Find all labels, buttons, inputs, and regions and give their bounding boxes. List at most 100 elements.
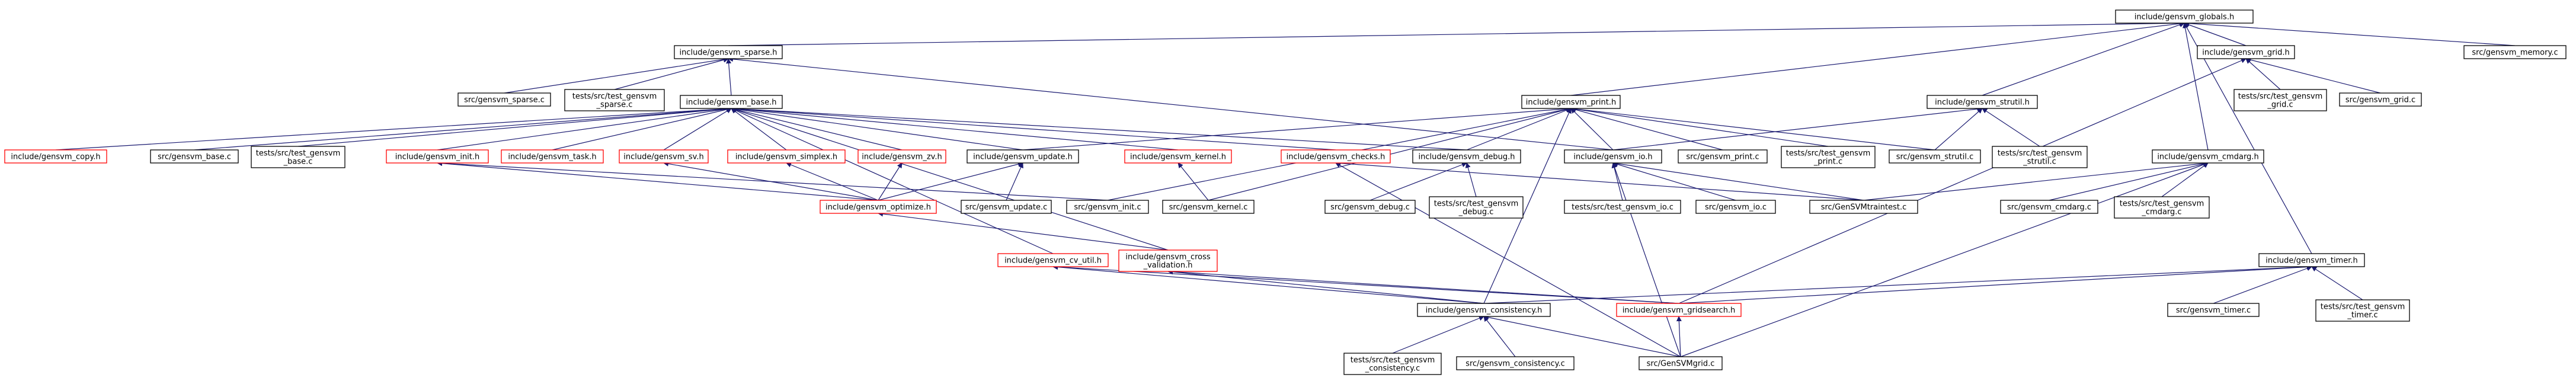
- file-node-simplex-h[interactable]: include/gensvm_simplex.h: [727, 149, 846, 164]
- file-node-grid-h[interactable]: include/gensvm_grid.h: [2197, 45, 2295, 59]
- file-node-consistency-c[interactable]: src/gensvm_consistency.c: [1456, 356, 1575, 370]
- edge-globals_h-from-timer_h: [2184, 23, 2312, 254]
- file-node-grid-c[interactable]: src/gensvm_grid.c: [2339, 92, 2422, 107]
- file-node-grid-main-c[interactable]: src/GenSVMgrid.c: [1639, 356, 1723, 370]
- file-node-test-timer-c[interactable]: tests/src/test_gensvm_timer.c: [2315, 299, 2410, 322]
- file-node-base-c[interactable]: src/gensvm_base.c: [150, 149, 239, 164]
- node-label: src/gensvm_grid.c: [2345, 96, 2415, 105]
- node-label: include/gensvm_copy.h: [11, 153, 100, 162]
- node-box: [2167, 303, 2260, 317]
- file-node-test-print-c[interactable]: tests/src/test_gensvm_print.c: [1781, 146, 1876, 168]
- file-node-base-h[interactable]: include/gensvm_base.h: [680, 95, 783, 109]
- file-node-task-h[interactable]: include/gensvm_task.h: [501, 149, 604, 164]
- file-node-checks-h[interactable]: include/gensvm_checks.h: [1281, 149, 1391, 164]
- file-node-test-io-c[interactable]: tests/src/test_gensvm_io.c: [1564, 200, 1681, 214]
- node-label: _grid.c: [2267, 101, 2293, 110]
- node-label: include/gensvm_simplex.h: [735, 153, 837, 162]
- file-node-kernel-h[interactable]: include/gensvm_kernel.h: [1124, 149, 1232, 164]
- file-node-optimize-h[interactable]: include/gensvm_optimize.h: [820, 200, 937, 214]
- node-box: [1412, 149, 1521, 164]
- file-node-copy-h[interactable]: include/gensvm_copy.h: [4, 149, 107, 164]
- file-node-cmdarg-h[interactable]: include/gensvm_cmdarg.h: [2152, 149, 2264, 164]
- edge-grid_h-from-test_grid_c: [2245, 58, 2281, 90]
- file-node-print-h[interactable]: include/gensvm_print.h: [1521, 95, 1621, 109]
- node-label: include/gensvm_sv.h: [623, 153, 703, 162]
- node-box: [1678, 149, 1768, 164]
- edge-init_h-from-optimize_h: [437, 161, 879, 201]
- node-box: [1564, 149, 1662, 164]
- edge-sparse_h-from-base_h: [726, 58, 732, 96]
- file-node-sparse-c[interactable]: src/gensvm_sparse.c: [457, 92, 551, 107]
- node-label: src/gensvm_timer.c: [2176, 306, 2251, 315]
- file-node-cross-validation-h[interactable]: include/gensvm_cross_validation.h: [1118, 249, 1218, 272]
- node-label: include/gensvm_strutil.h: [1935, 98, 2030, 107]
- file-node-test-base-c[interactable]: tests/src/test_gensvm_base.c: [251, 146, 345, 168]
- file-node-io-h[interactable]: include/gensvm_io.h: [1564, 149, 1662, 164]
- edge-timer_h-from-gridsearch_h: [1678, 264, 2312, 304]
- node-box: [1889, 149, 1981, 164]
- node-label: tests/src/test_gensvm: [256, 149, 341, 158]
- file-node-test-sparse-c[interactable]: tests/src/test_gensvm_sparse.c: [564, 89, 665, 111]
- file-node-debug-h[interactable]: include/gensvm_debug.h: [1412, 149, 1521, 164]
- node-label: src/gensvm_io.c: [1705, 203, 1767, 212]
- node-label: include/gensvm_cv_util.h: [1004, 257, 1102, 265]
- edge-optimize_h-from-cross_validation_h: [878, 211, 1169, 251]
- file-node-zv-h[interactable]: include/gensvm_zv.h: [857, 149, 946, 164]
- file-node-test-cmdarg-c[interactable]: tests/src/test_gensvm_cmdarg.c: [2114, 196, 2210, 219]
- node-label: src/gensvm_kernel.c: [1169, 203, 1248, 212]
- file-node-strutil-h[interactable]: include/gensvm_strutil.h: [1927, 95, 2038, 109]
- dependency-edges: [55, 20, 2516, 357]
- file-node-timer-c[interactable]: src/gensvm_timer.c: [2167, 303, 2260, 317]
- edge-io_h-from-io_c: [1612, 162, 1736, 201]
- edge-sparse_h-from-sparse_c: [504, 56, 729, 94]
- file-node-test-grid-c[interactable]: tests/src/test_gensvm_grid.c: [2233, 89, 2327, 111]
- file-node-globals-h[interactable]: include/gensvm_globals.h: [2115, 9, 2254, 24]
- node-label: src/gensvm_consistency.c: [1465, 360, 1565, 369]
- file-node-print-c[interactable]: src/gensvm_print.c: [1678, 149, 1768, 164]
- file-node-update-c[interactable]: src/gensvm_update.c: [961, 200, 1052, 214]
- edge-base_h-from-checks_h: [731, 106, 1336, 151]
- node-label: src/GenSVMtraintest.c: [1821, 203, 1907, 212]
- file-node-cmdarg-c[interactable]: src/gensvm_cmdarg.c: [2000, 200, 2098, 214]
- file-node-kernel-c[interactable]: src/gensvm_kernel.c: [1162, 200, 1255, 214]
- file-node-init-h[interactable]: include/gensvm_init.h: [386, 149, 489, 164]
- file-node-io-c[interactable]: src/gensvm_io.c: [1695, 200, 1776, 214]
- file-node-test-consistency-c[interactable]: tests/src/test_gensvm_consistency.c: [1343, 353, 1442, 375]
- node-box: [2152, 149, 2264, 164]
- edge-print_h-from-print_c: [1570, 107, 1723, 151]
- node-label: tests/src/test_gensvm: [1351, 356, 1435, 365]
- edge-consistency_h-from-test_consistency_c: [1392, 315, 1484, 354]
- node-box: [680, 95, 783, 109]
- node-label: _debug.c: [1458, 208, 1494, 217]
- file-node-cv-util-h[interactable]: include/gensvm_cv_util.h: [997, 253, 1109, 267]
- node-label: include/gensvm_optimize.h: [825, 203, 931, 212]
- file-node-gridsearch-h[interactable]: include/gensvm_gridsearch.h: [1616, 303, 1742, 317]
- file-node-test-debug-c[interactable]: tests/src/test_gensvm_debug.c: [1429, 196, 1524, 219]
- edge-io_h-from-test_io_c: [1611, 162, 1623, 201]
- file-node-memory-c[interactable]: src/gensvm_memory.c: [2463, 45, 2567, 59]
- node-label: include/gensvm_grid.h: [2202, 49, 2289, 57]
- file-node-strutil-c[interactable]: src/gensvm_strutil.c: [1889, 149, 1981, 164]
- file-node-update-h[interactable]: include/gensvm_update.h: [967, 149, 1079, 164]
- edge-kernel_h-from-kernel_c: [1177, 162, 1209, 201]
- node-label: tests/src/test_gensvm: [1998, 149, 2082, 158]
- file-node-traintest-c[interactable]: src/GenSVMtraintest.c: [1809, 200, 1918, 214]
- node-box: [2233, 89, 2327, 111]
- node-label: include/gensvm_gridsearch.h: [1623, 306, 1736, 315]
- file-node-test-strutil-c[interactable]: tests/src/test_gensvm_strutil.c: [1992, 146, 2088, 168]
- file-node-init-c[interactable]: src/gensvm_init.c: [1066, 200, 1149, 214]
- node-label: src/gensvm_cmdarg.c: [2007, 203, 2091, 212]
- file-node-debug-c[interactable]: src/gensvm_debug.c: [1324, 200, 1416, 214]
- node-box: [1564, 200, 1681, 214]
- file-node-sparse-h[interactable]: include/gensvm_sparse.h: [674, 45, 783, 59]
- file-node-sv-h[interactable]: include/gensvm_sv.h: [619, 149, 709, 164]
- edge-sparse_h-from-test_sparse_c: [614, 57, 729, 90]
- node-box: [564, 89, 665, 111]
- node-label: _print.c: [1813, 158, 1842, 167]
- edge-update_h-from-optimize_h: [878, 161, 1023, 201]
- edge-io_h-from-grid_main_c: [1612, 162, 1681, 357]
- node-label: src/gensvm_print.c: [1686, 153, 1759, 162]
- file-node-timer-h[interactable]: include/gensvm_timer.h: [2258, 253, 2365, 267]
- file-node-consistency-h[interactable]: include/gensvm_consistency.h: [1417, 303, 1551, 317]
- edge-cmdarg_h-from-traintest_c: [1863, 161, 2209, 201]
